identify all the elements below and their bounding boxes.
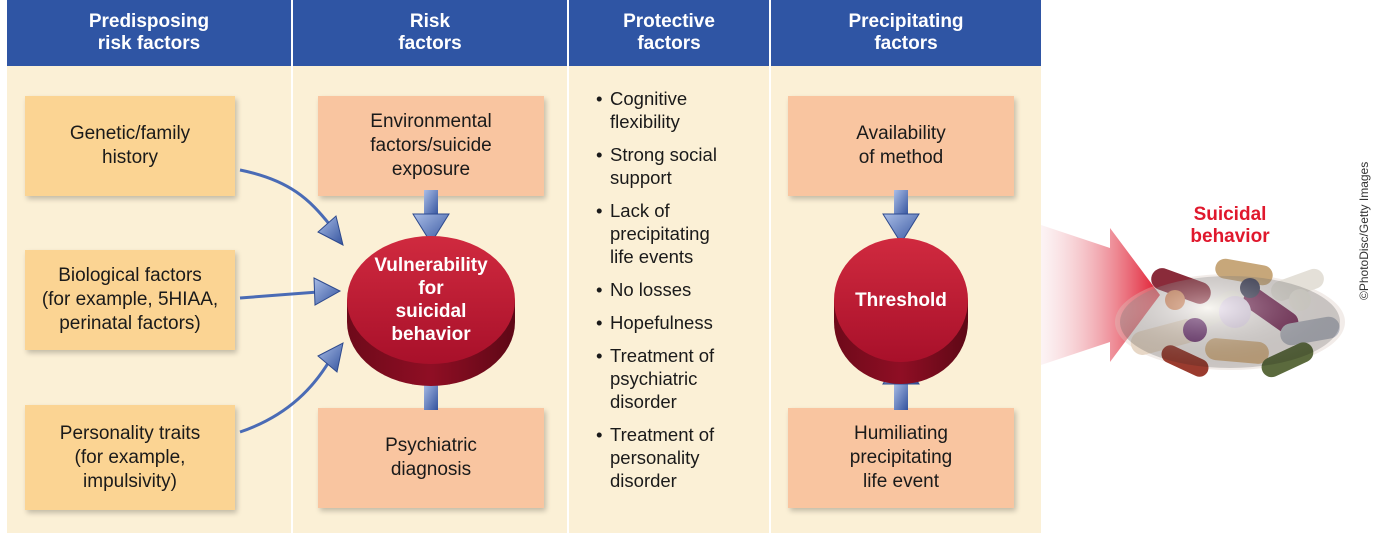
- vulnerability-cylinder: [347, 236, 515, 386]
- header-protective: Protective factors: [569, 0, 769, 66]
- vulnerability-label: Vulnerability for suicidal behavior: [374, 255, 488, 345]
- arrow-genetic-to-vulnerability: [239, 168, 344, 246]
- header-risk-label: Risk factors: [398, 11, 462, 54]
- availability-method-box: Availability of method: [788, 96, 1014, 196]
- header-protective-label: Protective factors: [623, 11, 715, 54]
- header-precipitating: Precipitating factors: [771, 0, 1041, 66]
- arrow-biological-to-vulnerability: [239, 277, 342, 306]
- header-risk: Risk factors: [293, 0, 567, 66]
- personality-traits-box: Personality traits (for example, impulsi…: [25, 405, 235, 510]
- biological-factors-box: Biological factors (for example, 5HIAA, …: [25, 250, 235, 350]
- environmental-factors-box: Environmental factors/suicide exposure: [318, 96, 544, 196]
- photo-credit: ©PhotoDisc/Getty Images: [1357, 161, 1371, 300]
- humiliating-event-box: Humiliating precipitating life event: [788, 408, 1014, 508]
- protective-item: Hopefulness: [596, 311, 756, 334]
- protective-item: Cognitive flexibility: [596, 87, 756, 133]
- pills-image: [1115, 258, 1345, 378]
- header-precipitating-label: Precipitating factors: [848, 11, 964, 54]
- protective-item: Treatment of psychiatric disorder: [596, 344, 756, 413]
- threshold-label: Threshold: [855, 289, 947, 311]
- arrow-availability-to-threshold: [882, 190, 920, 244]
- protective-item: Strong social support: [596, 143, 756, 189]
- header-predisposing-label: Predisposing risk factors: [88, 11, 210, 54]
- protective-item: Treatment of personality disorder: [596, 423, 756, 492]
- arrow-environmental-to-vulnerability: [412, 190, 450, 244]
- protective-item: Lack of precipitating life events: [596, 199, 756, 268]
- header-predisposing: Predisposing risk factors: [7, 0, 291, 66]
- protective-factors-list: Cognitive flexibility Strong social supp…: [596, 87, 756, 502]
- outcome-label: Suicidal behavior: [1190, 204, 1270, 247]
- genetic-history-box: Genetic/family history: [25, 96, 235, 196]
- arrow-personality-to-vulnerability: [239, 342, 344, 434]
- protective-item: No losses: [596, 278, 756, 301]
- psychiatric-diagnosis-box: Psychiatric diagnosis: [318, 408, 544, 508]
- threshold-cylinder: [834, 238, 968, 384]
